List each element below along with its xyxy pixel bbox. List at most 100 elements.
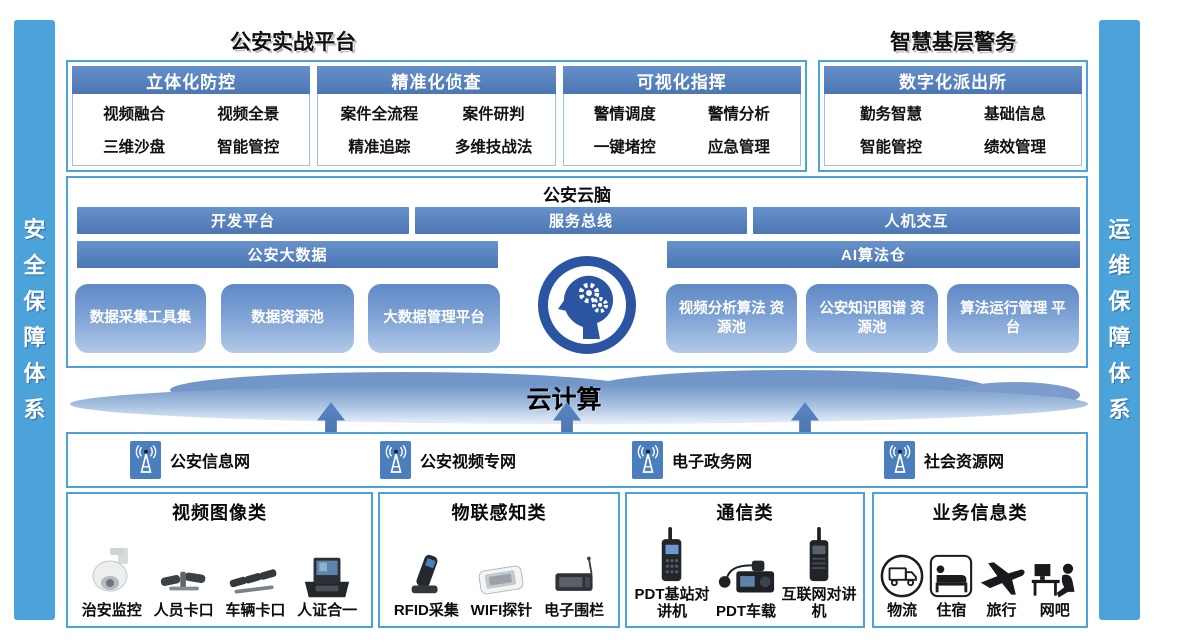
iot-sensing-group-box: 物联感知类 RFID采集 xyxy=(378,492,620,628)
car-radio-icon xyxy=(715,544,777,600)
group-title: 物联感知类 xyxy=(451,503,547,523)
network-layer-box: 公安信息网 公安视频专网 xyxy=(66,432,1088,488)
network-label: 社会资源网 xyxy=(924,454,1005,471)
device-label: 车辆卡口 xyxy=(225,602,286,620)
communications-group-box: 通信类 PDT基站对讲机 xyxy=(625,492,865,628)
device-label: 电子围栏 xyxy=(544,602,605,620)
netcafe-icon xyxy=(1029,543,1081,599)
feature-item: 警情分析 xyxy=(707,105,770,123)
left-assurance-label: 安全保障体系 xyxy=(23,217,46,422)
internet-radio-icon xyxy=(805,527,833,583)
column-precise-investigation: 精准化侦查 案件全流程 案件研判 精准追踪 多维技战法 xyxy=(317,66,556,166)
right-assurance-bar: 运维保障体系 xyxy=(1099,20,1140,620)
combat-platform-title: 公安实战平台 xyxy=(230,31,356,54)
checkpoint-camera-icon xyxy=(156,543,212,599)
device-item: 车辆卡口 xyxy=(225,527,285,620)
hmi-bar: 人机交互 xyxy=(753,207,1080,234)
feature-item: 案件全流程 xyxy=(340,105,419,123)
feature-item: 智能管控 xyxy=(217,139,280,157)
device-item: 治安监控 xyxy=(82,527,142,620)
feature-item: 智能管控 xyxy=(859,139,922,157)
wifi-probe-icon xyxy=(474,543,528,599)
device-label: 人员卡口 xyxy=(153,602,214,620)
travel-plane-icon xyxy=(978,543,1026,599)
cloud-computing-layer: 云计算 xyxy=(70,370,1088,432)
feature-item: 三维沙盘 xyxy=(103,139,166,157)
network-item: 社会资源网 xyxy=(884,441,1004,479)
feature-item: 警情调度 xyxy=(593,105,656,123)
column-header: 精准化侦查 xyxy=(317,66,556,94)
feature-item: 绩效管理 xyxy=(983,139,1046,157)
group-title: 通信类 xyxy=(716,503,774,523)
right-assurance-label: 运维保障体系 xyxy=(1108,217,1131,422)
video-analysis-pool-block: 视频分析算法 资源池 xyxy=(666,284,797,353)
video-image-group-box: 视频图像类 治安监控 xyxy=(66,492,373,628)
device-label: 互联网对讲机 xyxy=(781,586,857,620)
network-label: 电子政务网 xyxy=(672,454,753,471)
feature-item: 视频融合 xyxy=(103,105,166,123)
device-item: PDT基站对讲机 xyxy=(629,527,715,621)
column-header: 立体化防控 xyxy=(72,66,311,94)
device-label: PDT基站对讲机 xyxy=(634,586,710,620)
device-item: 电子围栏 xyxy=(544,527,604,620)
device-label: PDT车载 xyxy=(715,602,776,620)
feature-item: 多维技战法 xyxy=(454,139,533,157)
device-label: 人证合一 xyxy=(297,602,358,620)
device-label: 住宿 xyxy=(936,602,967,620)
device-item: 网吧 xyxy=(1029,527,1081,620)
id-terminal-icon xyxy=(302,543,352,599)
network-label: 公安信息网 xyxy=(170,454,251,471)
service-bus-bar: 服务总线 xyxy=(415,207,747,234)
column-header: 可视化指挥 xyxy=(562,66,801,94)
group-title: 视频图像类 xyxy=(172,503,267,523)
rfid-reader-icon xyxy=(403,543,449,599)
vehicle-camera-icon xyxy=(227,543,283,599)
feature-item: 勤务智慧 xyxy=(859,105,922,123)
grassroots-policing-box: 数字化派出所 勤务智慧 基础信息 智能管控 绩效管理 xyxy=(818,60,1088,172)
feature-item: 视频全景 xyxy=(217,105,280,123)
device-label: RFID采集 xyxy=(393,602,459,620)
cloud-brain-title: 公安云脑 xyxy=(543,186,611,205)
device-label: WIFI探针 xyxy=(470,602,533,620)
antenna-icon xyxy=(884,441,915,479)
device-item: 住宿 xyxy=(928,527,974,620)
knowledge-graph-pool-block: 公安知识图谱 资源池 xyxy=(806,284,938,353)
ai-warehouse-header-bar: AI算法仓 xyxy=(667,241,1080,268)
feature-item: 基础信息 xyxy=(983,105,1046,123)
device-label: 物流 xyxy=(887,602,918,620)
dome-camera-icon xyxy=(88,543,136,599)
device-label: 网吧 xyxy=(1039,602,1070,620)
column-header: 数字化派出所 xyxy=(824,66,1082,94)
antenna-icon xyxy=(130,441,161,479)
data-collection-toolkit-block: 数据采集工具集 xyxy=(75,284,206,353)
feature-item: 一键堵控 xyxy=(593,139,656,157)
device-item: WIFI探针 xyxy=(470,527,533,620)
network-item: 电子政务网 xyxy=(632,441,752,479)
pdt-radio-icon xyxy=(658,527,686,583)
cloud-brain-box: 公安云脑 开发平台 服务总线 人机交互 公安大数据 AI算法仓 数据采集工具集 … xyxy=(66,176,1088,368)
device-item: 人员卡口 xyxy=(154,527,214,620)
device-label: 治安监控 xyxy=(81,602,142,620)
device-item: RFID采集 xyxy=(394,527,459,620)
group-title: 业务信息类 xyxy=(932,503,1028,523)
data-resource-pool-block: 数据资源池 xyxy=(221,284,354,353)
feature-item: 案件研判 xyxy=(462,105,525,123)
logistics-truck-icon xyxy=(879,543,925,599)
efence-icon xyxy=(548,543,600,599)
combat-platform-box: 立体化防控 视频融合 视频全景 三维沙盘 智能管控 精准化侦查 案件全流程 案件… xyxy=(66,60,807,172)
feature-item: 应急管理 xyxy=(707,139,770,157)
device-label: 旅行 xyxy=(986,602,1017,620)
big-data-mgmt-platform-block: 大数据管理平台 xyxy=(368,284,500,353)
antenna-icon xyxy=(632,441,663,479)
device-item: 互联网对讲机 xyxy=(777,527,861,621)
dev-platform-bar: 开发平台 xyxy=(77,207,409,234)
column-digital-police-station: 数字化派出所 勤务智慧 基础信息 智能管控 绩效管理 xyxy=(824,66,1082,166)
device-item: 旅行 xyxy=(978,527,1026,620)
business-info-group-box: 业务信息类 物流 xyxy=(872,492,1088,628)
network-item: 公安信息网 xyxy=(130,441,250,479)
device-item: PDT车载 xyxy=(715,527,777,621)
algorithm-mgmt-platform-block: 算法运行管理 平台 xyxy=(947,284,1079,353)
feature-item: 精准追踪 xyxy=(348,139,411,157)
big-data-header-bar: 公安大数据 xyxy=(77,241,498,268)
